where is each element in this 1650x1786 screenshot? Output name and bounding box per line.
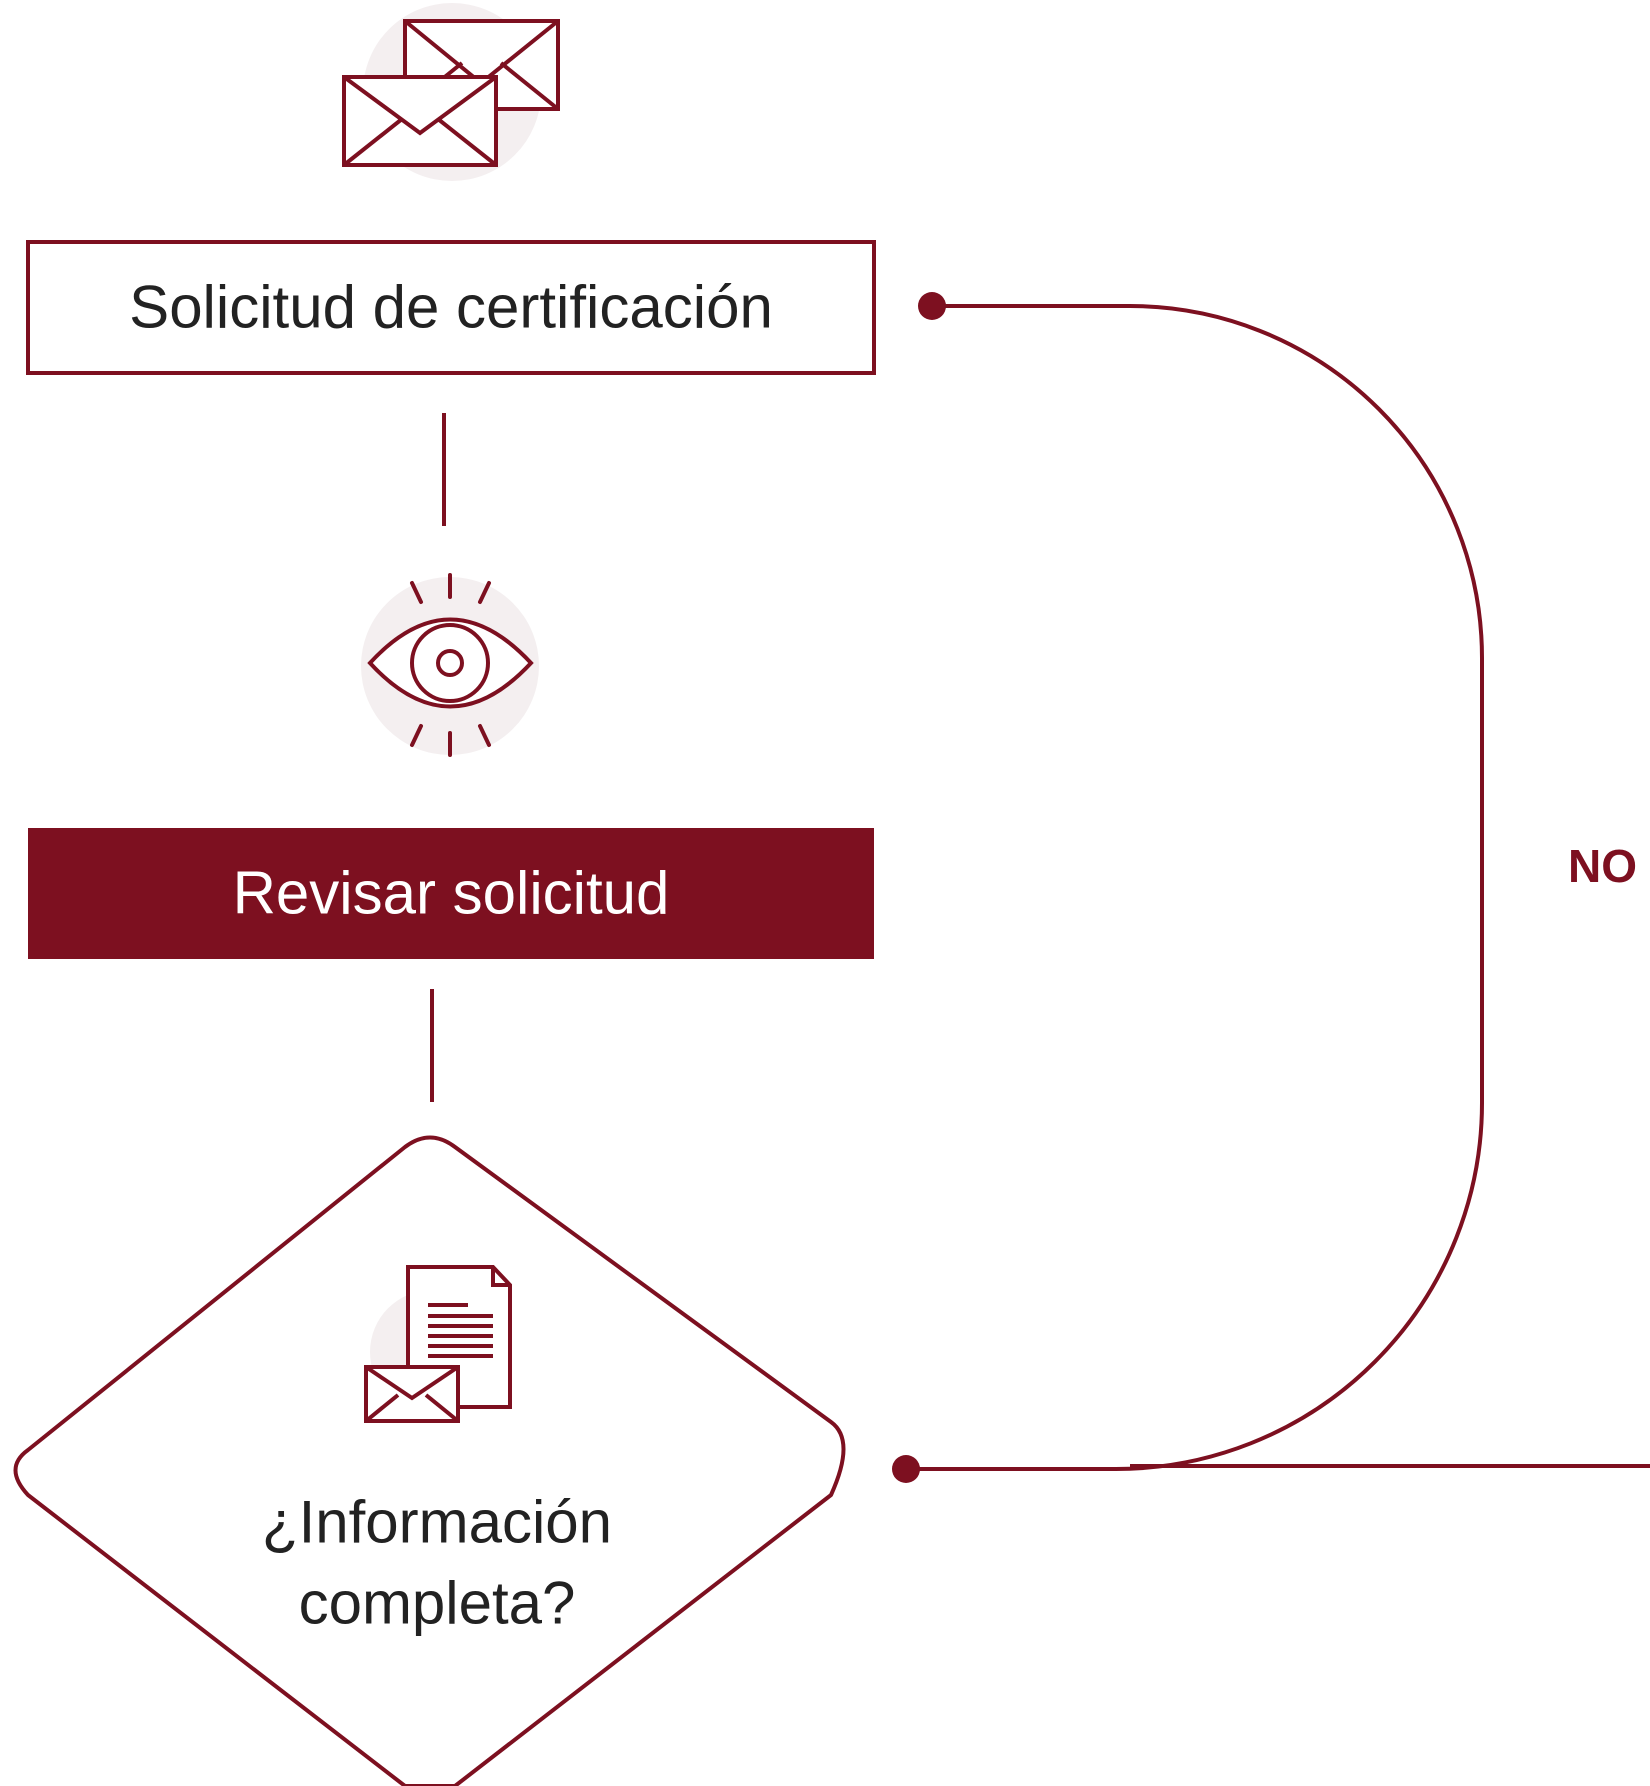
request-label: Solicitud de certificación — [129, 274, 773, 341]
request-step: Solicitud de certificación — [26, 240, 876, 375]
decision-label-line1: ¿Información — [262, 1489, 612, 1556]
review-step: Revisar solicitud — [28, 828, 874, 959]
no-loop-connector — [906, 304, 1650, 1471]
document-envelope-icon — [364, 1265, 512, 1423]
request-box — [26, 240, 876, 375]
decision-label-line2: completa? — [299, 1570, 576, 1637]
eye-icon — [361, 573, 539, 757]
decision-diamond — [13, 1135, 846, 1786]
connector-dot-decision — [892, 1455, 920, 1483]
review-box — [28, 828, 874, 959]
connector-dot-request — [918, 292, 946, 320]
decision-step: ¿Información completa? — [13, 1135, 846, 1786]
review-label: Revisar solicitud — [233, 860, 670, 927]
no-label: NO — [1568, 840, 1637, 892]
envelopes-icon — [342, 3, 560, 181]
